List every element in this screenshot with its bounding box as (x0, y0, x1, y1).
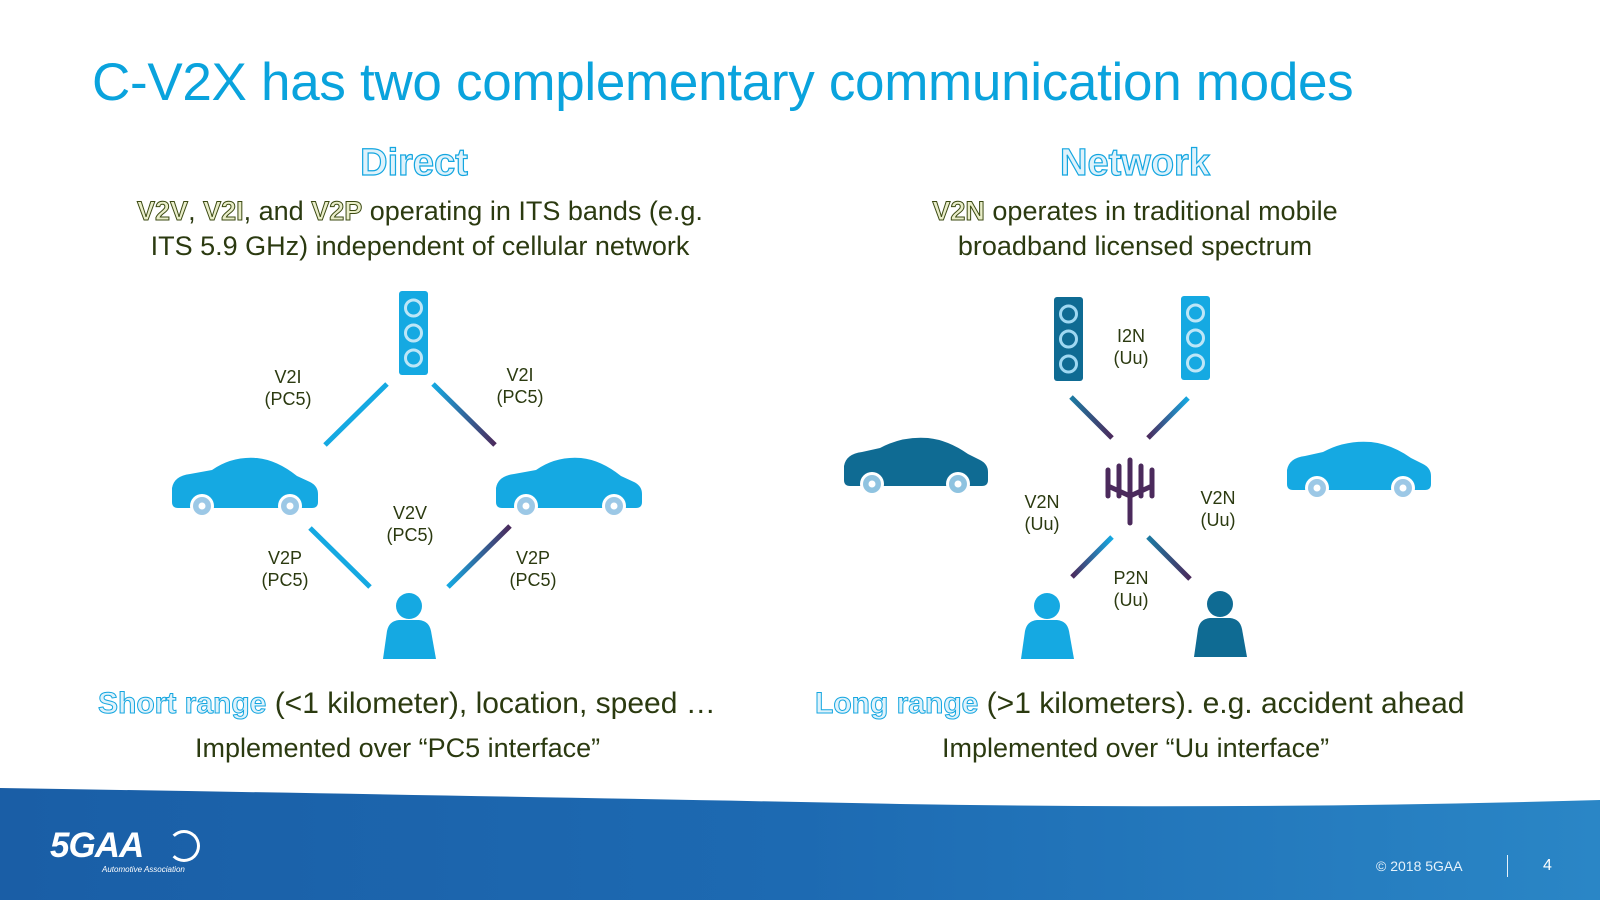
v2n-left-label-1: V2N (1024, 492, 1059, 512)
v2p-left-label-1: V2P (268, 548, 302, 568)
v2i-left-label-2: (PC5) (264, 389, 311, 409)
desc-text-line2: ITS 5.9 GHz) independent of cellular net… (150, 231, 690, 261)
car-icon (1287, 441, 1431, 500)
traffic-light-icon (1054, 297, 1083, 381)
v2p-left-link (308, 526, 372, 589)
desc-sep: , and (243, 196, 312, 226)
traffic-light-icon (1181, 296, 1210, 380)
v2i-highlight: V2I (203, 196, 245, 227)
i2n-label-2: (Uu) (1114, 348, 1149, 368)
p2n-right-link (1146, 535, 1192, 581)
i2n-label-1: I2N (1117, 326, 1145, 346)
v2v-label-1: V2V (393, 503, 427, 523)
car-icon (844, 437, 988, 496)
v2p-right-link (446, 524, 512, 589)
copyright: © 2018 5GAA (1376, 858, 1463, 874)
long-range-text: Long range (>1 kilometers). e.g. acciden… (814, 687, 1465, 721)
footer-divider (1507, 855, 1508, 877)
v2p-right-label-2: (PC5) (509, 570, 556, 590)
i2n-left-link (1069, 395, 1114, 440)
traffic-light-icon (399, 291, 428, 375)
pc5-implementation: Implemented over “PC5 interface” (195, 733, 601, 763)
person-icon (383, 593, 436, 659)
short-range-text: Short range (<1 kilometer), location, sp… (97, 687, 716, 721)
logo-ring-icon (168, 830, 200, 862)
p2n-left-link (1070, 535, 1114, 579)
short-range-rest: (<1 kilometer), location, speed … (266, 687, 716, 720)
direct-heading: Direct (360, 141, 469, 184)
v2v-highlight: V2V (137, 196, 189, 227)
v2i-right-link (431, 382, 497, 447)
p2n-label-1: P2N (1113, 568, 1148, 588)
footer-band (0, 788, 1600, 900)
short-range-highlight: Short range (97, 687, 267, 721)
v2p-right-label-1: V2P (516, 548, 550, 568)
cell-tower-icon (1105, 457, 1155, 526)
v2i-left-label-1: V2I (274, 367, 301, 387)
logo-subtitle: Automotive Association (102, 865, 185, 874)
i2n-right-link (1146, 396, 1190, 440)
person-icon (1194, 591, 1247, 657)
5gaa-logo: 5GAA Automotive Association (50, 828, 210, 878)
desc-text-line2: broadband licensed spectrum (957, 231, 1313, 261)
network-description: V2N operates in traditional mobile broad… (820, 194, 1450, 264)
v2i-right-label-2: (PC5) (496, 387, 543, 407)
v2n-right-label-2: (Uu) (1201, 510, 1236, 530)
v2v-label-2: (PC5) (386, 525, 433, 545)
v2n-highlight: V2N (932, 196, 986, 227)
v2n-right-label-1: V2N (1200, 488, 1235, 508)
car-icon (172, 457, 318, 518)
v2p-highlight: V2P (311, 196, 363, 227)
page-number: 4 (1543, 857, 1552, 874)
desc-text: operating in ITS bands (e.g. (362, 196, 703, 226)
v2i-left-link (323, 382, 389, 447)
v2p-left-label-2: (PC5) (261, 570, 308, 590)
desc-sep: , (188, 196, 204, 226)
v2n-left-label-2: (Uu) (1025, 514, 1060, 534)
p2n-label-2: (Uu) (1114, 590, 1149, 610)
slide-title: C-V2X has two complementary communicatio… (92, 53, 1354, 112)
direct-description: V2V, V2I, and V2P operating in ITS bands… (60, 194, 780, 264)
logo-text: 5GAA (50, 826, 144, 865)
uu-implementation: Implemented over “Uu interface” (942, 733, 1330, 763)
network-heading: Network (1059, 141, 1210, 184)
desc-text: operates in traditional mobile (984, 196, 1338, 226)
v2i-right-label-1: V2I (506, 365, 533, 385)
person-icon (1021, 593, 1074, 659)
long-range-highlight: Long range (814, 687, 979, 721)
car-icon (496, 457, 642, 518)
long-range-rest: (>1 kilometers). e.g. accident ahead (978, 687, 1465, 720)
